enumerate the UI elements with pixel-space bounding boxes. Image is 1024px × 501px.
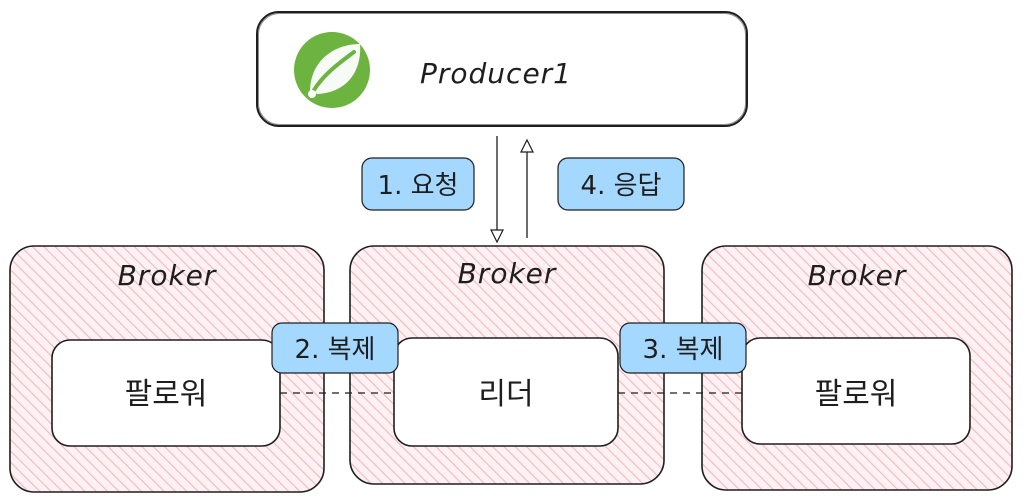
producer-title: Producer1 xyxy=(420,57,572,90)
broker-right: Broker 팔로워 xyxy=(701,245,1013,491)
replication-badge-right: 3. 복제 xyxy=(619,322,747,374)
producer-node: Producer1 xyxy=(256,11,748,127)
broker-center-title: Broker xyxy=(458,257,557,290)
response-arrow xyxy=(520,138,534,238)
request-label: 1. 요청 xyxy=(378,171,459,201)
broker-left-title: Broker xyxy=(118,259,217,292)
request-badge: 1. 요청 xyxy=(361,157,475,211)
follower-right-node xyxy=(741,337,971,445)
replication-badge-left: 2. 복제 xyxy=(271,322,399,374)
spring-leaf-icon xyxy=(294,32,370,108)
follower-left-label: 팔로워 xyxy=(125,377,208,412)
follower-right-label: 팔로워 xyxy=(815,377,898,412)
broker-center: Broker 리더 xyxy=(349,245,665,485)
leader-node xyxy=(393,337,619,447)
leader-label: 리더 xyxy=(478,377,533,412)
broker-right-title: Broker xyxy=(808,259,907,292)
request-arrow xyxy=(490,136,504,244)
response-badge: 4. 응답 xyxy=(557,157,685,211)
replication-right-label: 3. 복제 xyxy=(643,335,724,365)
response-label: 4. 응답 xyxy=(581,171,662,201)
broker-left: Broker 팔로워 xyxy=(9,245,325,493)
replication-left-label: 2. 복제 xyxy=(295,335,376,365)
